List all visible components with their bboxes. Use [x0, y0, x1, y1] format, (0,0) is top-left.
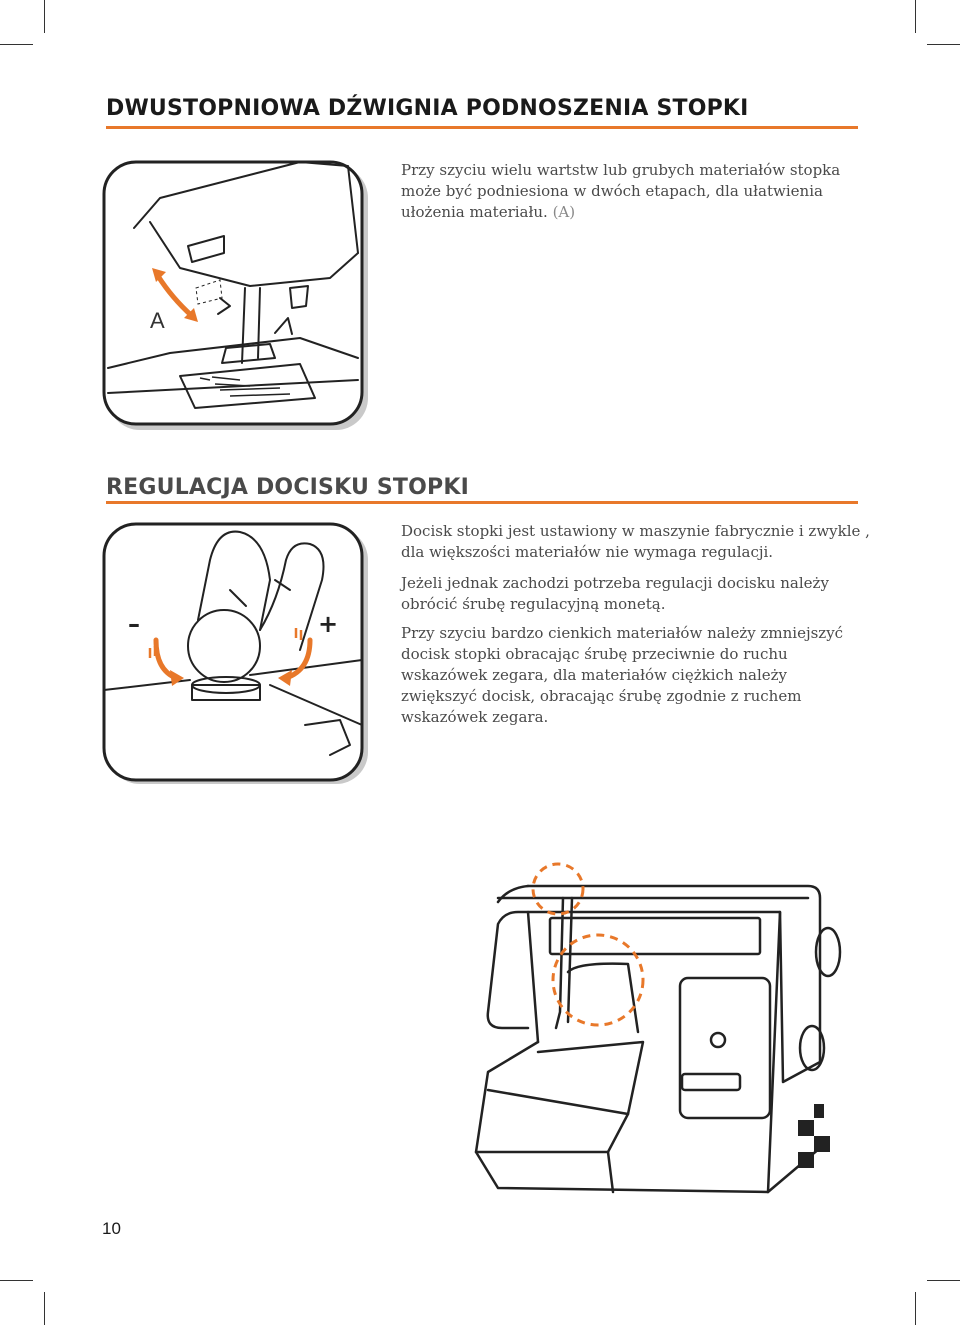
section-title-presser-lever: DWUSTOPNIOWA DŹWIGNIA PODNOSZENIA STOPKI: [106, 96, 749, 121]
pressure-paragraph-2: Jeżeli jednak zachodzi potrzeba regulacj…: [401, 574, 829, 613]
section-divider: [106, 126, 858, 129]
crop-mark: [44, 0, 45, 33]
minus-label: –: [128, 610, 140, 638]
presser-lever-text: Przy szyciu wielu wartstw lub grubych ma…: [401, 160, 841, 223]
sewing-machine-illustration: [474, 862, 842, 1194]
crop-mark: [0, 44, 33, 45]
crop-mark: [927, 1280, 960, 1281]
plus-label: +: [318, 610, 338, 638]
figure-reference: (A): [552, 203, 576, 221]
crop-mark: [927, 44, 960, 45]
figure-label-a: A: [150, 308, 165, 333]
presser-lever-paragraph: Przy szyciu wielu wartstw lub grubych ma…: [401, 161, 841, 221]
crop-mark: [915, 0, 916, 33]
section-title-pressure-adjustment: REGULACJA DOCISKU STOPKI: [106, 475, 469, 500]
pressure-paragraph-1: Docisk stopki jest ustawiony w maszynie …: [401, 522, 870, 561]
section-divider: [106, 501, 858, 504]
crop-mark: [0, 1280, 33, 1281]
crop-mark: [44, 1292, 45, 1325]
presser-foot-lever-illustration: A: [102, 160, 368, 430]
pressure-screw-illustration: – +: [102, 522, 368, 784]
crop-mark: [915, 1292, 916, 1325]
pressure-paragraph-3: Przy szyciu bardzo cienkich materiałów n…: [401, 624, 844, 726]
page-number: 10: [102, 1219, 121, 1238]
